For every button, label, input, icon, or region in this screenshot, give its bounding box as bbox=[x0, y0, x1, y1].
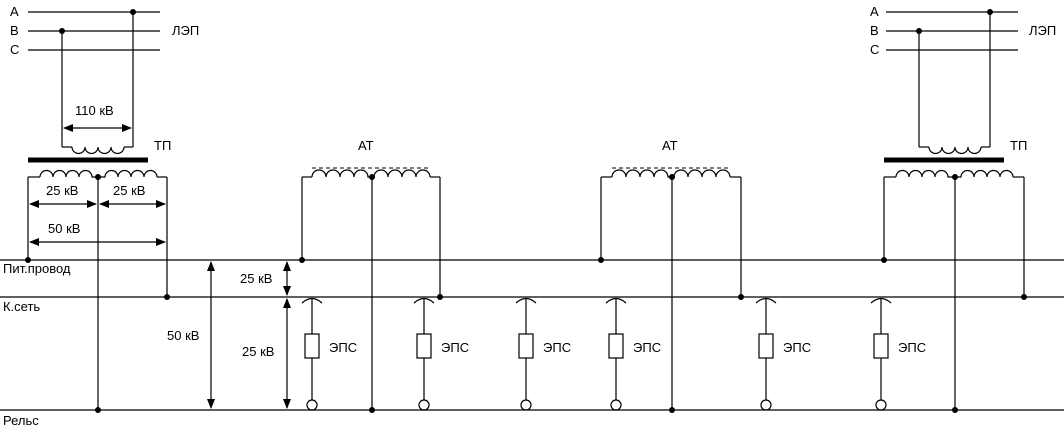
autotransformer-1-label: АТ bbox=[358, 138, 374, 153]
phase-b-label-right: B bbox=[870, 23, 879, 38]
secondary-full-voltage: 50 кВ bbox=[48, 221, 80, 236]
eps-label-4: ЭПС bbox=[633, 340, 661, 355]
eps-label-6: ЭПС bbox=[898, 340, 926, 355]
secondary-half-voltage-right: 25 кВ bbox=[113, 183, 145, 198]
phase-b-label: B bbox=[10, 23, 19, 38]
autotransformer-2-label: АТ bbox=[662, 138, 678, 153]
phase-c-label-right: C bbox=[870, 42, 879, 57]
left-substation: 110 кВ ТП 25 кВ 25 кВ 50 кВ bbox=[27, 9, 171, 410]
contact-label: К.сеть bbox=[3, 299, 40, 314]
eps-label-3: ЭПС bbox=[543, 340, 571, 355]
primary-voltage-label: 110 кВ bbox=[75, 103, 114, 118]
power-line-label: ЛЭП bbox=[172, 23, 199, 38]
eps-load-3: ЭПС bbox=[515, 297, 571, 411]
rail-label: Рельс bbox=[3, 413, 39, 428]
eps-label-5: ЭПС bbox=[783, 340, 811, 355]
autotransformer-1: АТ bbox=[301, 138, 441, 410]
left-substation-label: ТП bbox=[154, 138, 171, 153]
right-substation-label: ТП bbox=[1010, 138, 1027, 153]
eps-load-2: ЭПС bbox=[413, 297, 469, 411]
feeder-label: Пит.провод bbox=[3, 261, 71, 276]
junction-dots bbox=[25, 257, 1027, 413]
voltage-dimensions: 50 кВ 25 кВ 25 кВ bbox=[167, 261, 291, 409]
phase-a-label: A bbox=[10, 4, 19, 19]
eps-load-6: ЭПС bbox=[870, 297, 926, 411]
eps-load-4: ЭПС bbox=[605, 297, 661, 411]
contact-rail-voltage-label: 25 кВ bbox=[242, 344, 274, 359]
autotransformer-2: АТ bbox=[600, 138, 742, 410]
power-line-label-right: ЛЭП bbox=[1029, 23, 1056, 38]
secondary-half-voltage-left: 25 кВ bbox=[46, 183, 78, 198]
phase-c-label: C bbox=[10, 42, 19, 57]
eps-label-1: ЭПС bbox=[329, 340, 357, 355]
feeder-contact-voltage-label: 25 кВ bbox=[240, 271, 272, 286]
phase-a-label-right: A bbox=[870, 4, 879, 19]
eps-load-1: ЭПС bbox=[301, 297, 357, 411]
eps-label-2: ЭПС bbox=[441, 340, 469, 355]
right-substation: ТП bbox=[883, 9, 1027, 410]
right-power-line: A B C ЛЭП bbox=[870, 4, 1056, 57]
eps-load-5: ЭПС bbox=[755, 297, 811, 411]
full-voltage-dimension-label: 50 кВ bbox=[167, 328, 199, 343]
left-power-line: A B C ЛЭП bbox=[10, 4, 199, 57]
